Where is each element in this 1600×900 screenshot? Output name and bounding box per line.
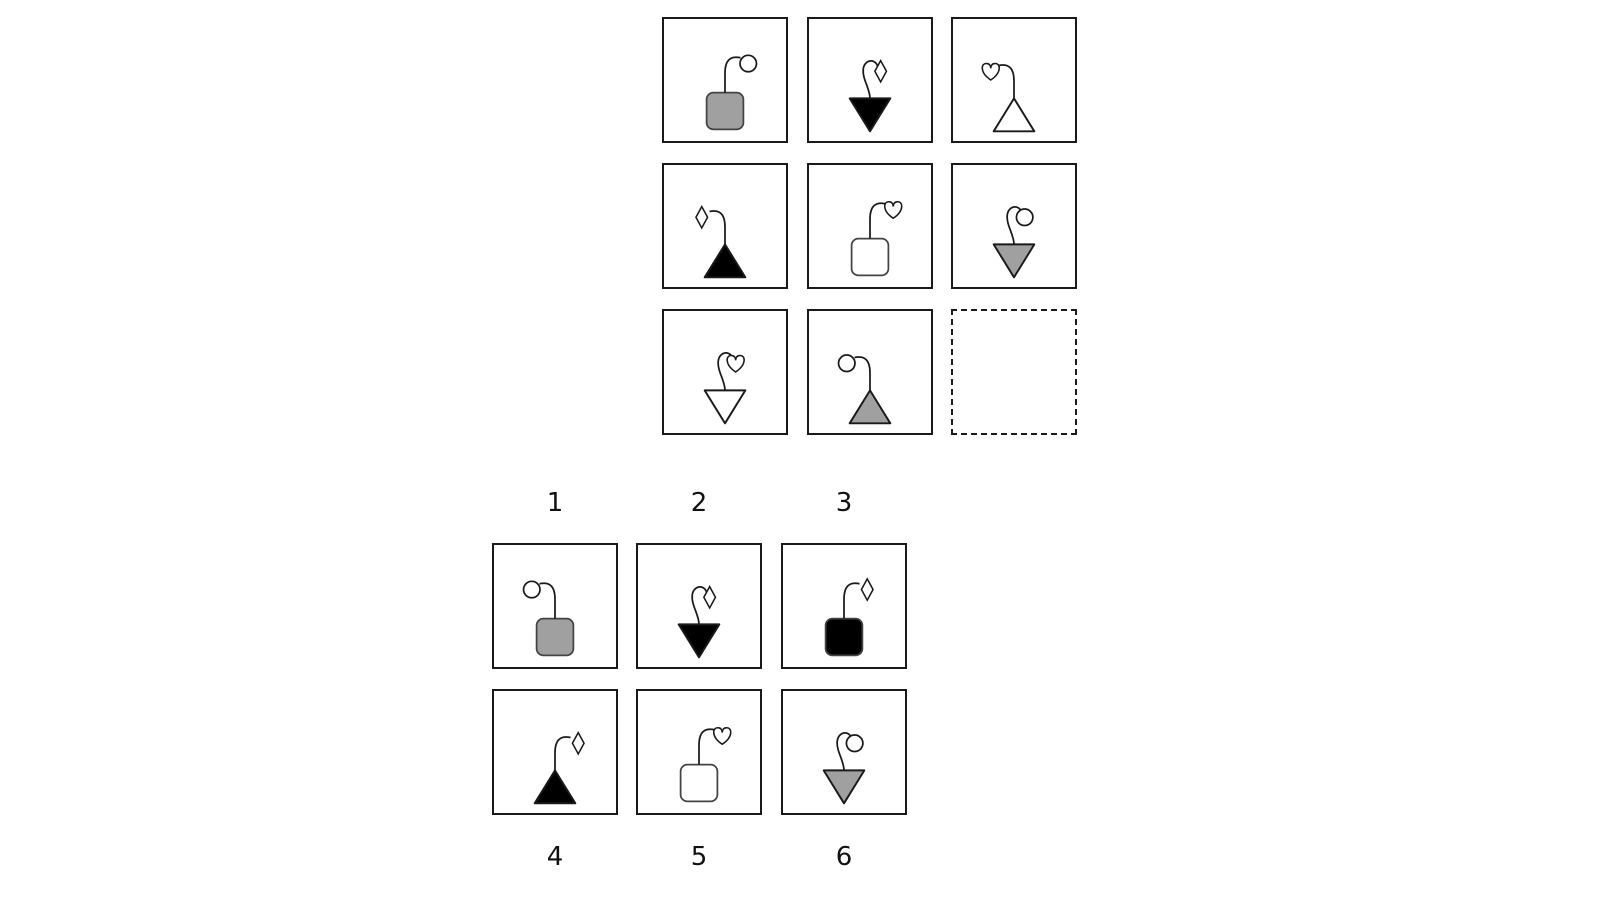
figure-graphic bbox=[837, 354, 892, 425]
stem-line bbox=[836, 732, 853, 771]
missing-cell bbox=[951, 309, 1077, 435]
stem-line bbox=[539, 582, 556, 619]
matrix-cell-r1c2 bbox=[807, 17, 933, 143]
figure-graphic bbox=[992, 206, 1036, 279]
matrix-cell-r3c2 bbox=[807, 309, 933, 435]
figure-graphic bbox=[848, 59, 892, 133]
diamond-icon bbox=[702, 585, 717, 610]
square-shape bbox=[850, 237, 890, 277]
stem-line bbox=[717, 352, 734, 391]
square-shape bbox=[679, 763, 719, 803]
figure-graphic bbox=[677, 585, 721, 659]
stem-line bbox=[854, 356, 871, 393]
option-2[interactable] bbox=[636, 543, 762, 669]
circle-icon bbox=[739, 54, 758, 73]
option-5[interactable] bbox=[636, 689, 762, 815]
triangle-up-shape bbox=[703, 243, 747, 279]
stem-line bbox=[869, 202, 886, 239]
option-6[interactable] bbox=[781, 689, 907, 815]
triangle-down-shape bbox=[848, 97, 892, 133]
figure-graphic bbox=[705, 54, 758, 131]
stem-line bbox=[554, 736, 571, 773]
triangle-up-shape bbox=[533, 769, 577, 805]
stem-line bbox=[691, 586, 708, 625]
diamond-icon bbox=[571, 731, 585, 756]
option-label-5: 5 bbox=[690, 842, 708, 872]
matrix-cell-r3c1 bbox=[662, 309, 788, 435]
circle-icon bbox=[837, 354, 856, 373]
triangle-down-shape bbox=[677, 623, 721, 659]
figure-graphic bbox=[824, 577, 874, 657]
diamond-icon bbox=[860, 577, 874, 602]
figure-graphic bbox=[703, 352, 747, 425]
circle-icon bbox=[522, 580, 541, 599]
heart-icon bbox=[726, 354, 745, 373]
heart-icon bbox=[981, 62, 1001, 81]
matrix-cell-r2c3 bbox=[951, 163, 1077, 289]
matrix-cell-r2c2 bbox=[807, 163, 933, 289]
stem-line bbox=[1006, 206, 1023, 245]
circle-icon bbox=[1015, 208, 1034, 227]
figure-graphic bbox=[822, 732, 866, 805]
triangle-up-shape bbox=[848, 389, 892, 425]
stem-line bbox=[998, 64, 1015, 101]
square-shape bbox=[705, 91, 745, 131]
stem-line bbox=[843, 582, 860, 619]
option-label-3: 3 bbox=[835, 488, 853, 518]
triangle-up-shape bbox=[992, 97, 1036, 133]
square-shape bbox=[535, 617, 575, 657]
figure-graphic bbox=[695, 205, 747, 279]
stem-line bbox=[862, 60, 879, 99]
option-label-4: 4 bbox=[546, 842, 564, 872]
diamond-icon bbox=[695, 205, 709, 230]
stem-line bbox=[709, 210, 726, 247]
option-4[interactable] bbox=[492, 689, 618, 815]
heart-icon bbox=[883, 201, 903, 220]
figure-graphic bbox=[679, 727, 732, 803]
triangle-down-shape bbox=[703, 389, 747, 425]
matrix-cell-r1c3 bbox=[951, 17, 1077, 143]
option-1[interactable] bbox=[492, 543, 618, 669]
figure-graphic bbox=[522, 580, 575, 657]
option-label-1: 1 bbox=[546, 488, 564, 518]
matrix-cell-r1c1 bbox=[662, 17, 788, 143]
option-3[interactable] bbox=[781, 543, 907, 669]
figure-graphic bbox=[533, 731, 585, 805]
square-shape bbox=[824, 617, 864, 657]
triangle-down-shape bbox=[992, 243, 1036, 279]
stem-line bbox=[698, 728, 715, 765]
figure-graphic bbox=[850, 201, 903, 277]
matrix-cell-r2c1 bbox=[662, 163, 788, 289]
stem-line bbox=[724, 56, 741, 93]
option-label-6: 6 bbox=[835, 842, 853, 872]
triangle-down-shape bbox=[822, 769, 866, 805]
heart-icon bbox=[712, 727, 732, 746]
figure-graphic bbox=[981, 62, 1036, 133]
circle-icon bbox=[845, 734, 864, 753]
option-label-2: 2 bbox=[690, 488, 708, 518]
diamond-icon bbox=[873, 59, 888, 84]
